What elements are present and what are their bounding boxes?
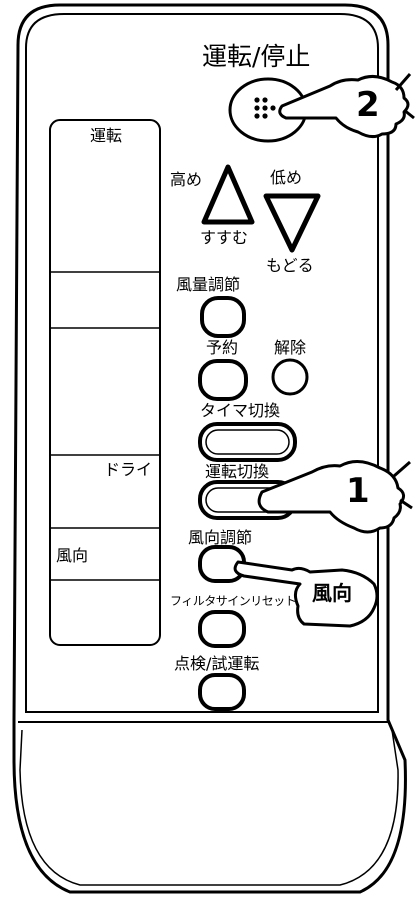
timer-switch-button[interactable] (198, 422, 297, 462)
lcd-dry-label: ドライ (104, 460, 153, 479)
fan-speed-button[interactable] (200, 296, 246, 338)
temp-up-button[interactable] (201, 164, 255, 225)
lcd-mode-label: 運転 (90, 126, 123, 145)
filter-reset-label: フィルタサインリセット (170, 594, 297, 608)
callout-step-2: 2 (356, 85, 380, 125)
power-label: 運転/停止 (202, 42, 311, 71)
callout-step-1: 1 (346, 471, 370, 511)
advance-label: すすむ (200, 228, 249, 247)
pointing-hand-1 (257, 460, 413, 534)
remote-inner-outline (25, 13, 379, 713)
power-button-dots (254, 97, 276, 119)
timer-switch-button-inner (205, 429, 290, 455)
fan-speed-label: 風量調節 (176, 275, 241, 294)
remote-bottom-curve (19, 729, 399, 886)
callout-wind-tag: 風向 (312, 581, 352, 605)
temp-up-label: 高め (170, 170, 203, 189)
filter-reset-button[interactable] (198, 610, 246, 648)
test-run-label: 点検/試運転 (174, 654, 260, 673)
back-label: もどる (266, 256, 314, 275)
cancel-button[interactable] (271, 358, 309, 396)
test-run-button[interactable] (198, 673, 246, 711)
pointing-hand-2 (278, 73, 415, 139)
temp-down-button[interactable] (263, 193, 321, 253)
pointing-hand-wind (233, 560, 379, 628)
reserve-button[interactable] (198, 359, 248, 401)
cancel-label: 解除 (274, 338, 307, 357)
timer-switch-label: タイマ切換 (200, 401, 281, 420)
mode-switch-label: 運転切換 (205, 462, 270, 481)
temp-down-label: 低め (270, 168, 303, 187)
lcd-wind-label: 風向 (56, 546, 89, 565)
lcd-display (49, 119, 161, 646)
wind-direction-label: 風向調節 (188, 528, 253, 547)
reserve-label: 予約 (206, 338, 239, 357)
